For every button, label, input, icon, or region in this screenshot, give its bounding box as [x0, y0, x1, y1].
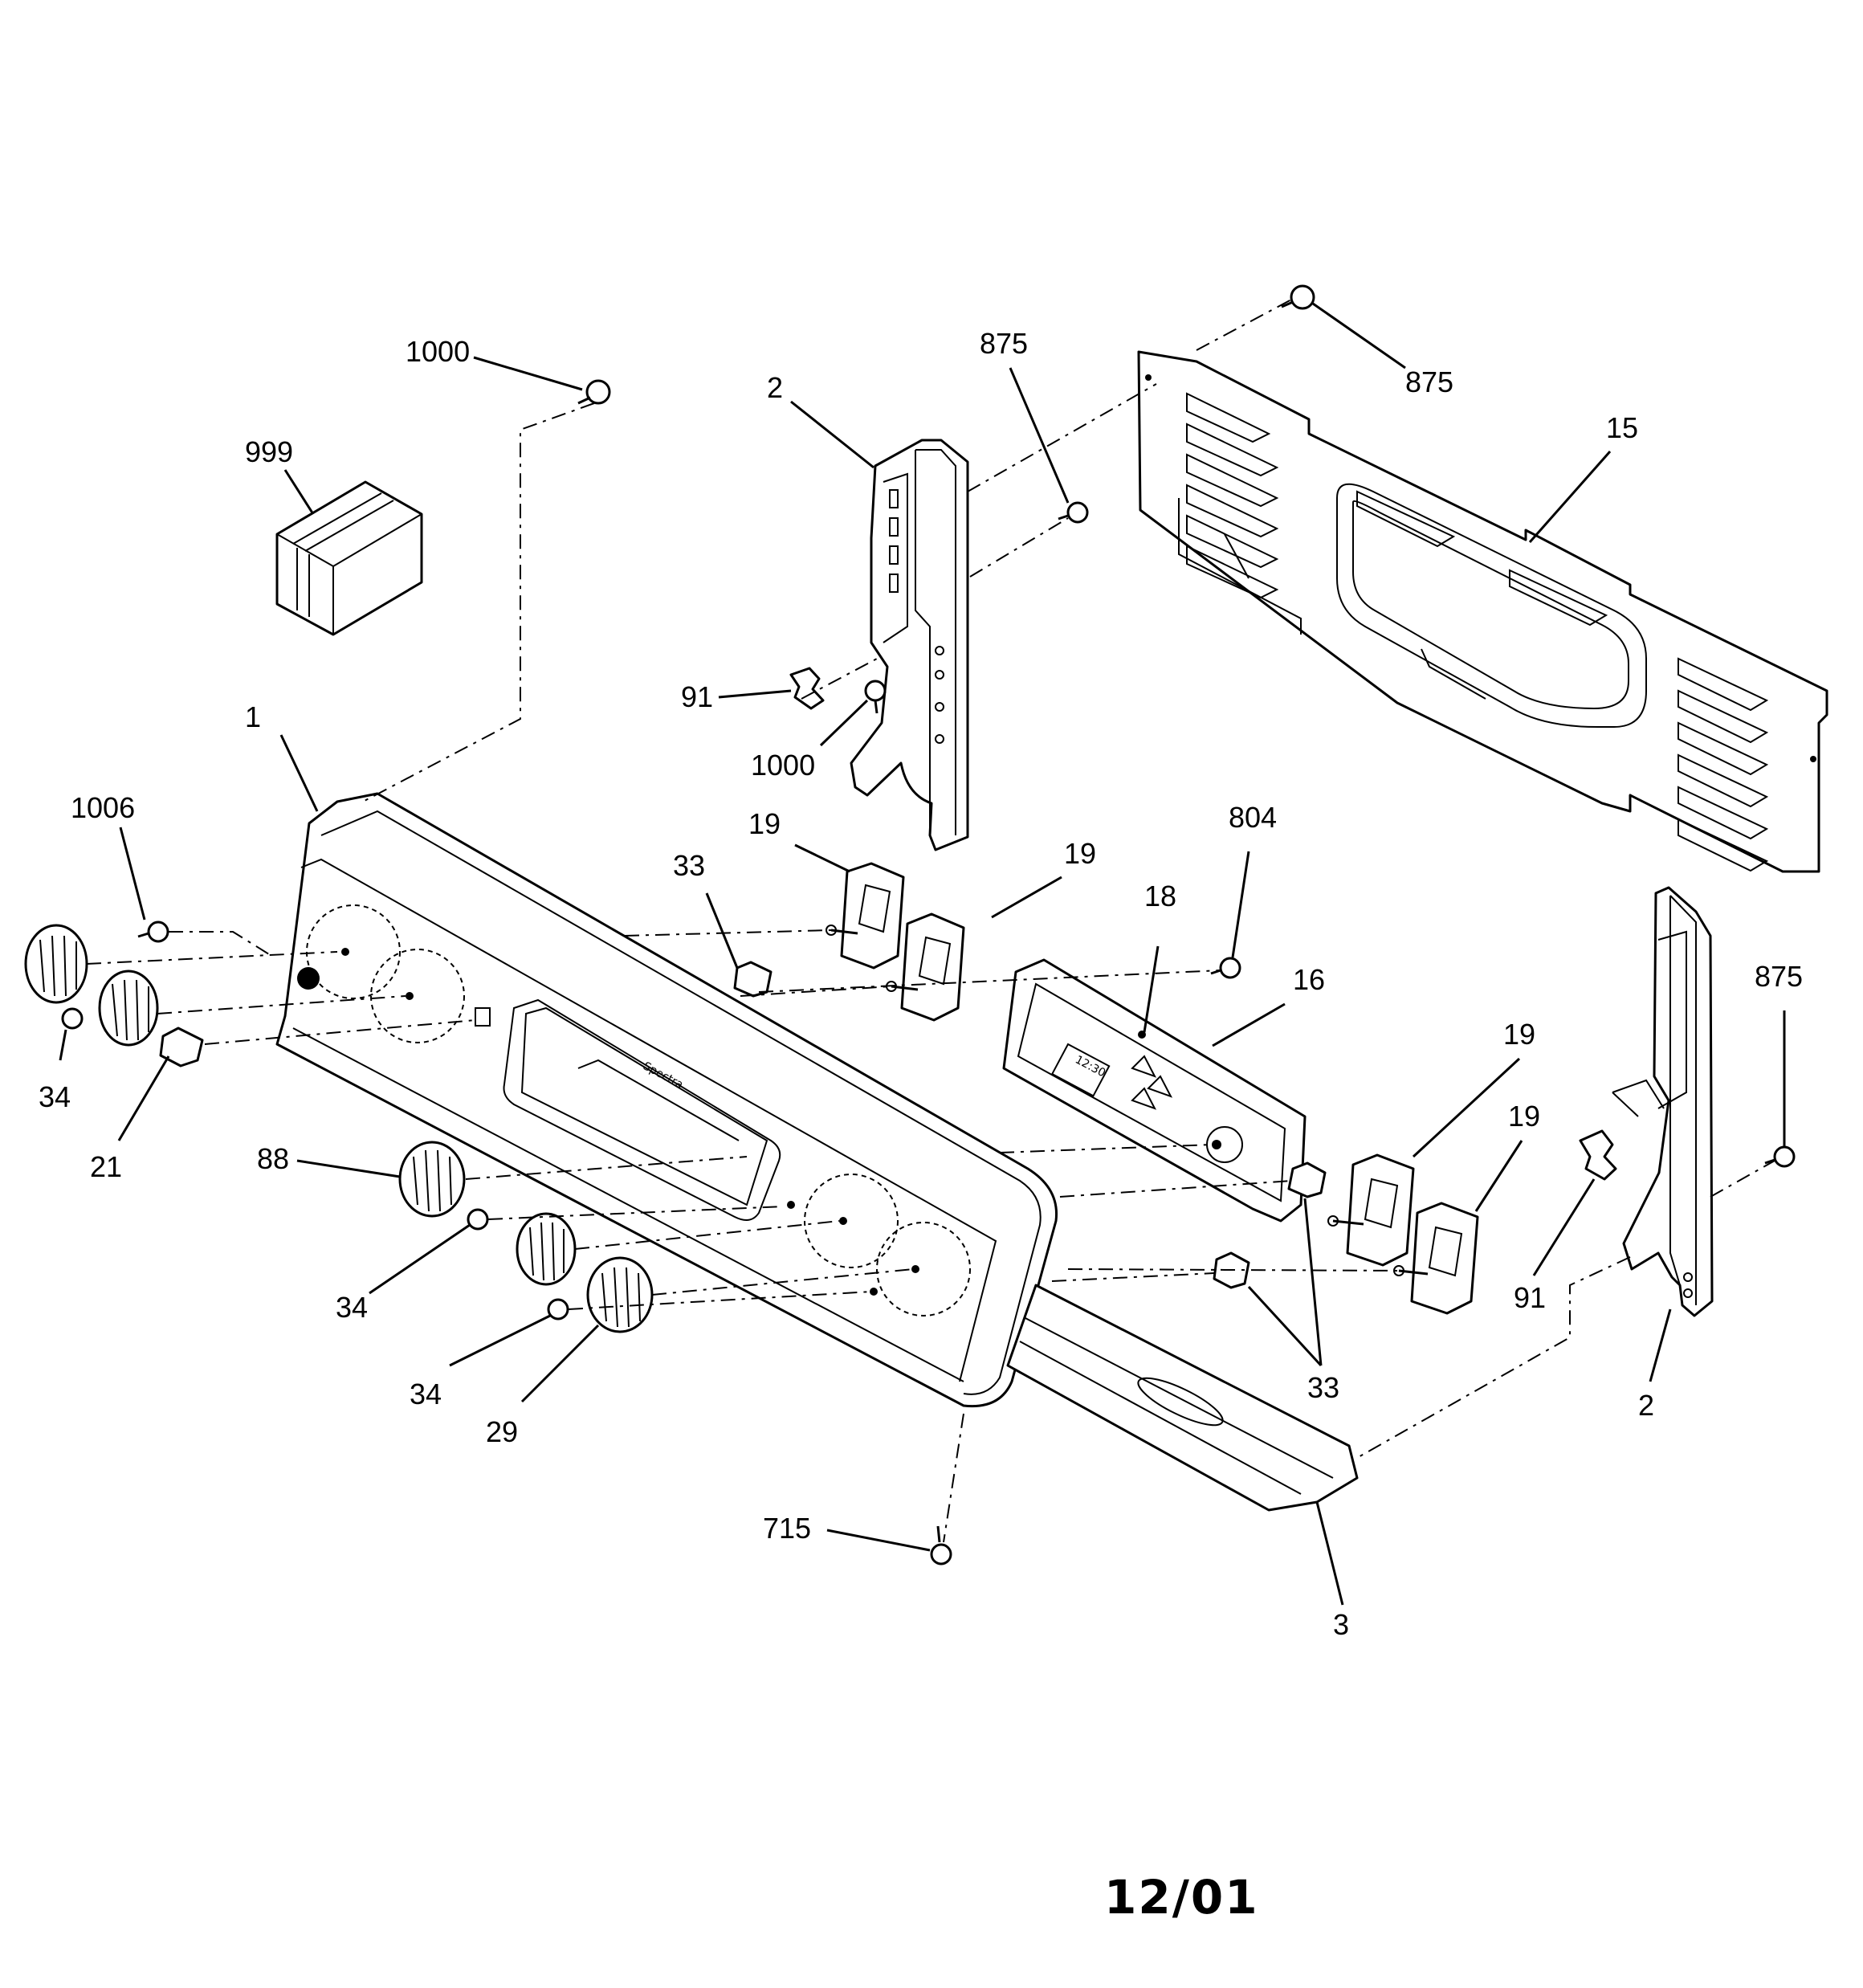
callout-715: 715	[763, 1512, 811, 1545]
screw-part-875-right	[1764, 1145, 1796, 1168]
callout-34-bottom: 34	[410, 1378, 442, 1410]
revision-date: 12/01	[1104, 1870, 1259, 1925]
assembly-lines	[86, 298, 1775, 1543]
rear-panel-part-15	[1137, 350, 1828, 873]
infinite-switch-part-19-c	[1327, 1153, 1415, 1267]
screw-part-875-rear	[1281, 284, 1315, 310]
callout-16: 16	[1293, 963, 1325, 996]
callout-15: 15	[1606, 411, 1638, 444]
bracket-clip-part-91-right	[1579, 1129, 1617, 1181]
callout-21: 21	[90, 1150, 122, 1183]
screw-part-1006	[137, 921, 169, 943]
knob-part-88	[398, 1141, 466, 1218]
callout-875-right: 875	[1755, 960, 1803, 993]
callout-33-left: 33	[673, 849, 705, 882]
callout-29: 29	[486, 1415, 518, 1448]
callout-19-b: 19	[1064, 837, 1096, 870]
knob-left-front	[98, 970, 159, 1047]
indicator-cap-34-a	[61, 1007, 84, 1030]
callout-19-a: 19	[748, 807, 781, 840]
trim-strip-part-3	[1006, 1284, 1359, 1512]
callout-875-bracket: 875	[980, 327, 1028, 360]
callout-19-d: 19	[1508, 1100, 1540, 1133]
screw-part-1000-bracket	[864, 680, 887, 714]
callout-2-right: 2	[1638, 1389, 1654, 1422]
callout-33-right: 33	[1307, 1371, 1339, 1404]
callout-34-left: 34	[39, 1080, 71, 1113]
callout-1000-top: 1000	[406, 335, 470, 368]
callout-18: 18	[1144, 880, 1176, 912]
indicator-cap-34-b	[467, 1208, 489, 1231]
callout-1: 1	[245, 700, 261, 733]
callout-2-left: 2	[767, 371, 783, 404]
knob-left-rear	[24, 924, 88, 1004]
callout-91-left: 91	[681, 680, 713, 713]
knob-right-rear	[516, 1212, 577, 1286]
callout-1000-bracket: 1000	[751, 749, 815, 782]
infinite-switch-part-19-d	[1393, 1202, 1479, 1315]
packaging-box-part-999	[275, 480, 423, 636]
callout-labels: 1000 999 1 1006 34 21 88 34 34 29 715 3 …	[39, 327, 1803, 1641]
infinite-switch-part-19-a	[826, 862, 905, 970]
end-bracket-left-part-2	[850, 439, 969, 851]
electronic-control-board-part-16: 12:30	[1002, 958, 1307, 1223]
switch-part-21	[159, 1027, 204, 1067]
screw-part-715	[930, 1525, 952, 1565]
control-panel-part-1: Spectra	[275, 792, 1058, 1408]
screw-part-1000-top	[577, 379, 611, 405]
knob-part-29	[586, 1256, 654, 1333]
leader-lines	[59, 302, 1786, 1606]
callout-88: 88	[257, 1142, 289, 1175]
callout-3: 3	[1333, 1608, 1349, 1641]
surface-unit-indicator-part-33-right-a	[1287, 1161, 1327, 1198]
callout-875-rear: 875	[1405, 365, 1453, 398]
callout-19-c: 19	[1503, 1018, 1535, 1051]
callout-999: 999	[245, 435, 293, 468]
bracket-clip-part-91-left	[789, 667, 825, 710]
screw-part-804	[1210, 957, 1241, 979]
screw-part-875-bracket	[1058, 501, 1089, 524]
indicator-cap-34-c	[547, 1298, 569, 1321]
end-bracket-right-part-2	[1612, 886, 1714, 1317]
callout-804: 804	[1229, 801, 1277, 834]
callout-1006: 1006	[71, 791, 135, 824]
callout-91-right: 91	[1514, 1281, 1546, 1314]
callout-34-mid: 34	[336, 1291, 368, 1324]
